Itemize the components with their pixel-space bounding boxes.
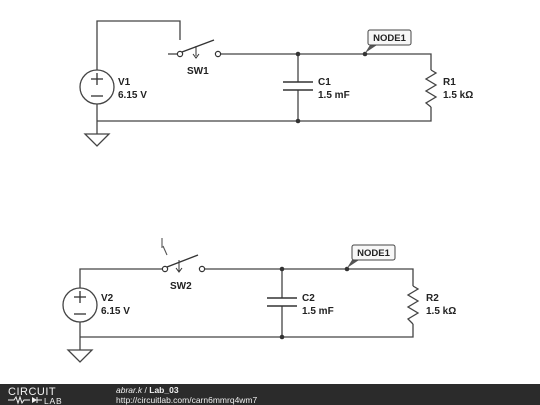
v1-value-label: 6.15 V (118, 90, 147, 101)
ground-symbol-1 (83, 133, 111, 147)
node-tag-2[interactable]: NODE1 (347, 244, 396, 268)
voltage-source-v1[interactable] (79, 69, 115, 105)
footer-project[interactable]: Lab_03 (149, 385, 179, 395)
voltage-source-v2[interactable] (62, 287, 98, 323)
circuit-2: V2 6.15 V SW2 C2 1.5 mF R2 1.5 kΩ (62, 238, 456, 363)
wire-c2-return (80, 324, 414, 338)
c2-name-label: C2 (302, 293, 315, 304)
r1-name-label: R1 (443, 77, 456, 88)
wire-c2-source-top (79, 268, 163, 288)
logo-resistor-icon (8, 395, 30, 405)
footer-url[interactable]: http://circuitlab.com/carn6mmrq4wm7 (116, 394, 258, 405)
schematic-canvas: V1 6.15 V SW1 C1 1.5 mF R1 1.5 kΩ (62, 20, 473, 363)
switch-sw1[interactable] (168, 39, 222, 59)
c2-value-label: 1.5 mF (302, 306, 334, 317)
r2-name-label: R2 (426, 293, 439, 304)
logo-diode-icon (32, 397, 37, 403)
junction-dot (344, 266, 350, 272)
sw2-label: SW2 (170, 281, 192, 292)
sw1-label: SW1 (187, 66, 209, 77)
circuit-1: V1 6.15 V SW1 C1 1.5 mF R1 1.5 kΩ (79, 20, 473, 147)
node-tag-1-label: NODE1 (373, 33, 406, 44)
node-tag-1[interactable]: NODE1 (365, 29, 412, 53)
c1-value-label: 1.5 mF (318, 90, 350, 101)
footer-separator: / (144, 385, 147, 395)
circuitlab-logo[interactable]: CIRCUIT LAB (6, 385, 110, 405)
v1-name-label: V1 (118, 77, 131, 88)
v2-name-label: V2 (101, 293, 114, 304)
junction-dot (295, 118, 301, 124)
junction-dot (295, 51, 301, 57)
c1-name-label: C1 (318, 77, 331, 88)
resistor-r2[interactable] (406, 285, 420, 325)
node-tag-2-label: NODE1 (357, 248, 390, 259)
junction-dot (279, 266, 285, 272)
wire-c1-top-rail (221, 53, 432, 70)
wire-c2-top-rail (204, 268, 414, 286)
capacitor-c1[interactable] (283, 81, 313, 91)
r2-value-label: 1.5 kΩ (426, 306, 456, 317)
footer-user[interactable]: abrar.k (116, 385, 143, 395)
ground-symbol-2 (66, 349, 94, 363)
switch-sw2[interactable] (161, 238, 206, 273)
logo-bottom-text: LAB (44, 396, 62, 405)
logo-top-text: CIRCUIT (8, 386, 56, 398)
r1-value-label: 1.5 kΩ (443, 90, 473, 101)
wire-c1-return (97, 107, 432, 122)
v2-value-label: 6.15 V (101, 306, 130, 317)
capacitor-c2[interactable] (267, 297, 297, 307)
footer-text: abrar.k / Lab_03 http://circuitlab.com/c… (116, 385, 258, 405)
wire-c1-source-top (96, 20, 181, 70)
junction-dot (279, 334, 285, 340)
resistor-r1[interactable] (424, 69, 438, 108)
junction-dot (362, 51, 368, 57)
footer-bar: CIRCUIT LAB abrar.k / Lab_03 http://circ… (0, 384, 540, 405)
